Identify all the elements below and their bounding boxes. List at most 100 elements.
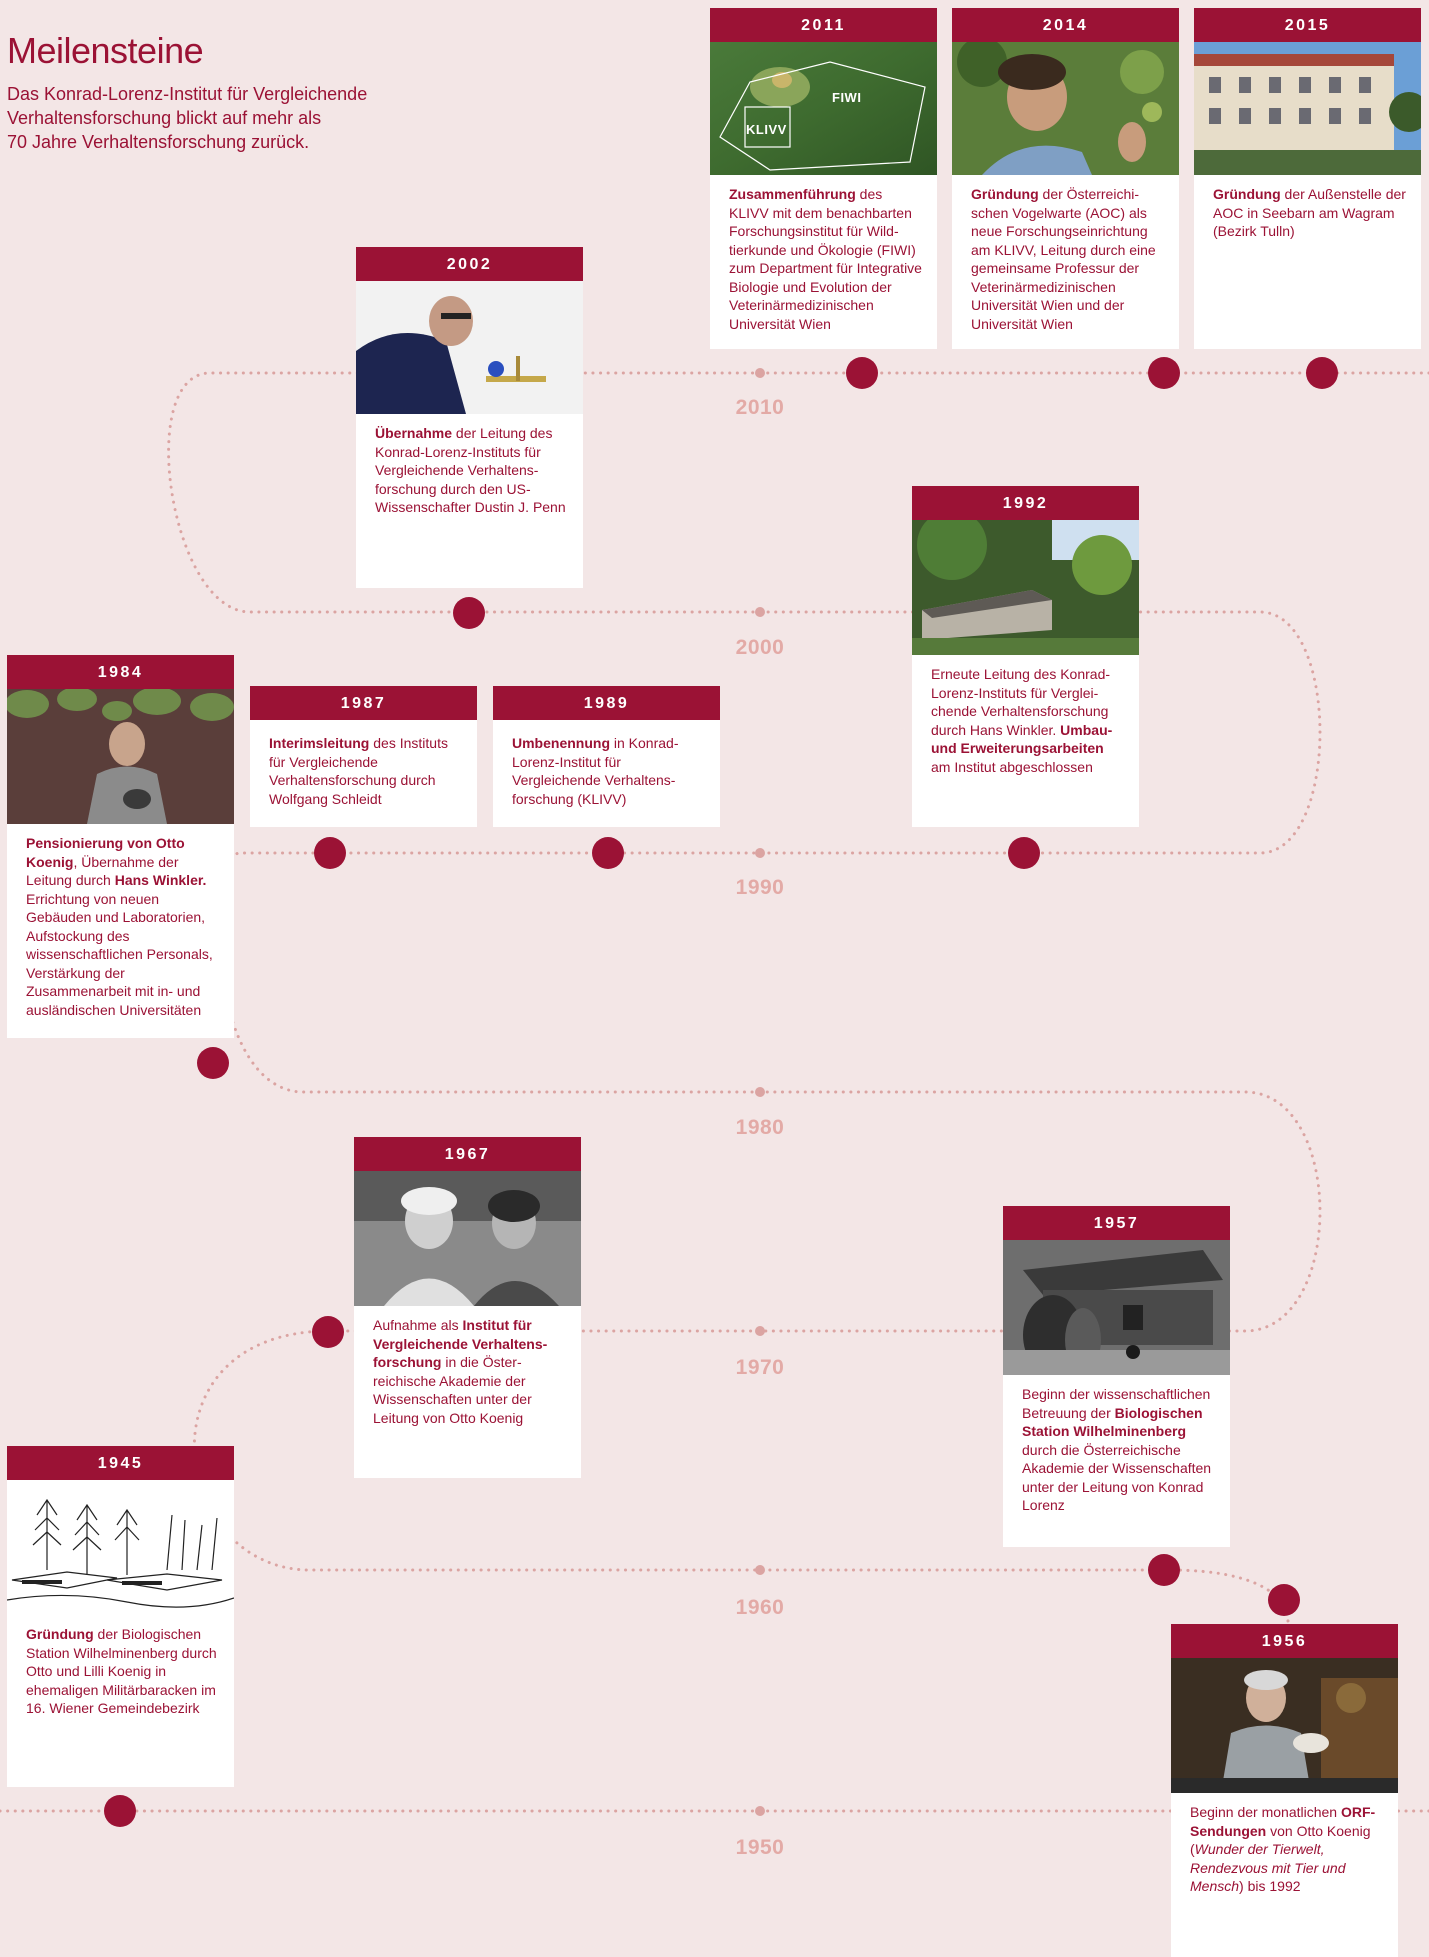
man-photo-image: [952, 42, 1179, 175]
building-seebarn-photo: [1194, 42, 1421, 175]
bold-run: Pensionierung von Otto Koenig: [26, 835, 185, 870]
sketch-image: [7, 1480, 234, 1615]
milestone-year: 1957: [1003, 1206, 1230, 1240]
bold-run: Interimsleitung: [269, 735, 370, 751]
text-run: , Übernahme der Leitung durch: [26, 853, 179, 889]
text-run: in Konrad-Lorenz-Institut für Vergleiche…: [512, 735, 679, 807]
bw-portrait-image: [354, 1171, 581, 1306]
milestone-text: Erneute Leitung des Konrad-Lorenz-Instit…: [912, 655, 1139, 788]
intro-line: Verhaltensforschung blickt auf mehr als: [7, 108, 322, 128]
milestone-dot-1957: [1148, 1554, 1180, 1586]
milestone-dot-1945: [104, 1795, 136, 1827]
scientist-lab-photo: [356, 281, 583, 414]
milestone-text: Interimsleitung des Instituts für Vergle…: [250, 720, 477, 820]
milestone-year: 1987: [250, 686, 477, 720]
decade-label-1980: 1980: [735, 1116, 785, 1139]
bold-run: ORF-Sendungen: [1190, 1804, 1376, 1839]
milestone-year: 1967: [354, 1137, 581, 1171]
bold-run: Gründung: [971, 186, 1039, 202]
milestone-card-1992: 1992 Erneute Leitung des Konrad-Lorenz-I…: [912, 486, 1139, 827]
bold-run: Gründung: [1213, 186, 1281, 202]
milestone-card-2015: 2015 Gründung der Außenstelle der AOC in…: [1194, 8, 1421, 349]
milestone-dot-1984: [314, 837, 346, 869]
text-run: der Österreichi­schen Vogelwarte (AOC) a…: [971, 186, 1156, 332]
bold-run: Zusammenführung: [729, 186, 856, 202]
milestone-text: Aufnahme als Institut für Vergleichende …: [354, 1306, 581, 1439]
bold-run: Gründung: [26, 1626, 94, 1642]
milestone-card-1957: 1957 Beginn der wissenschaft­lichen Betr…: [1003, 1206, 1230, 1547]
text-run: von Otto Koenig (: [1190, 1822, 1371, 1858]
man-with-grapes-photo: [952, 42, 1179, 175]
milestone-year: 2002: [356, 247, 583, 281]
text-run: der Außenstelle der AOC in Seebarn am Wa…: [1213, 186, 1406, 239]
milestone-dot-2002: [453, 597, 485, 629]
page-title: Meilensteine: [7, 30, 204, 71]
milestone-text: Gründung der Biologischen Station Wilhel…: [7, 1615, 234, 1730]
milestone-card-2014: 2014 Gründung der Österreichi­schen Voge…: [952, 8, 1179, 349]
milestone-card-1967: 1967 Aufnahme als Institut für Vergleich…: [354, 1137, 581, 1478]
milestone-text: Gründung der Österreichi­schen Vogelwart…: [952, 175, 1179, 345]
decade-label-1960: 1960: [735, 1596, 785, 1619]
text-run: Errichtung von neuen Gebäuden und Labora…: [26, 890, 213, 1018]
intro-line: Das Konrad-Lorenz-Institut für Vergleich…: [7, 84, 368, 104]
milestone-year: 2015: [1194, 8, 1421, 42]
aerial-photo-klivv-fiwi: FIWI KLIVV: [710, 42, 937, 175]
milestone-dot-1987: [592, 837, 624, 869]
garden-photo-image: [912, 520, 1139, 655]
bold-run: Umbenennung: [512, 735, 610, 751]
milestone-year: 1992: [912, 486, 1139, 520]
milestone-dot-2015: [1306, 357, 1338, 389]
text-run: ) bis 1992: [1239, 1878, 1301, 1894]
milestone-year: 1984: [7, 655, 234, 689]
bold-run: Biologischen Station Wilhelminenberg: [1022, 1404, 1203, 1440]
milestone-text: Zusammenführung des KLIVV mit dem benach…: [710, 175, 937, 345]
map-label: KLIVV: [746, 122, 787, 137]
milestone-card-2011: 2011 FIWI KLIVV Zusammenführung des KLIV…: [710, 8, 937, 349]
milestone-text: Gründung der Außenstelle der AOC in Seeb…: [1194, 175, 1421, 253]
bold-run: Umbau- und Erweiterungsarbeiten: [931, 721, 1113, 757]
tv-photo-image: [1171, 1658, 1398, 1793]
intro-line: 70 Jahre Verhaltensforschung zurück.: [7, 132, 310, 152]
milestone-dot-2011: [846, 357, 878, 389]
text-run: Aufnahme als: [373, 1317, 463, 1333]
decade-label-1950: 1950: [735, 1836, 785, 1859]
bold-run: Übernahme: [375, 425, 453, 441]
milestone-text: Pensionierung von Otto Koenig, Übernahme…: [7, 824, 234, 1031]
milestone-card-1945: 1945 Gründung der Biologischen Station W…: [7, 1446, 234, 1787]
milestone-year: 1956: [1171, 1624, 1398, 1658]
decade-label-1970: 1970: [735, 1356, 785, 1379]
milestone-dot-1989: [1008, 837, 1040, 869]
text-run: des KLIVV mit dem benachbarten Forschung…: [729, 186, 922, 332]
milestone-text: Beginn der wissenschaft­lichen Betreuung…: [1003, 1375, 1230, 1527]
bold-run: Institut für Vergleichende Verhaltens­fo…: [373, 1317, 548, 1370]
milestone-dot-1967: [312, 1316, 344, 1348]
bold-run: Hans Winkler.: [114, 872, 207, 888]
otto-lilli-koenig-bw-photo: [354, 1171, 581, 1306]
text-run: am Institut abgeschlossen: [931, 758, 1093, 775]
otto-koenig-tv-photo: [1171, 1658, 1398, 1793]
institute-garden-photo: [912, 520, 1139, 655]
text-run: des Instituts für Vergleichende Verhalte…: [269, 735, 448, 807]
barracks-sketch-drawing: [7, 1480, 234, 1615]
decade-label-2000: 2000: [735, 636, 785, 659]
decade-label-1990: 1990: [735, 876, 785, 899]
milestone-dot-1956: [1268, 1584, 1300, 1616]
text-run: durch die Österreichische Akademie der W…: [1022, 1441, 1212, 1514]
building-photo-image: [1194, 42, 1421, 175]
man-under-leaves-photo: [7, 689, 234, 824]
decade-label-2010: 2010: [735, 396, 785, 419]
barracks-bw-photo: [1003, 1240, 1230, 1375]
aerial-photo-image: [710, 42, 937, 175]
milestone-text: Umbenennung in Konrad-Lorenz-Institut fü…: [493, 720, 720, 820]
barracks-bw-image: [1003, 1240, 1230, 1375]
milestone-year: 1989: [493, 686, 720, 720]
milestone-dot-2014: [1148, 357, 1180, 389]
text-run: Beginn der monatlichen: [1190, 1804, 1341, 1820]
milestone-year: 2011: [710, 8, 937, 42]
milestone-card-1984: 1984 Pensionierung von Otto Koenig, Über…: [7, 655, 234, 1038]
text-run: der Leitung des Konrad-Lorenz-Instituts …: [375, 425, 566, 515]
milestone-card-1956: 1956 Beginn der monatlichen ORF-Sendunge…: [1171, 1624, 1398, 1957]
milestone-card-2002: 2002 Übernahme der Leitung des Konrad-Lo…: [356, 247, 583, 588]
